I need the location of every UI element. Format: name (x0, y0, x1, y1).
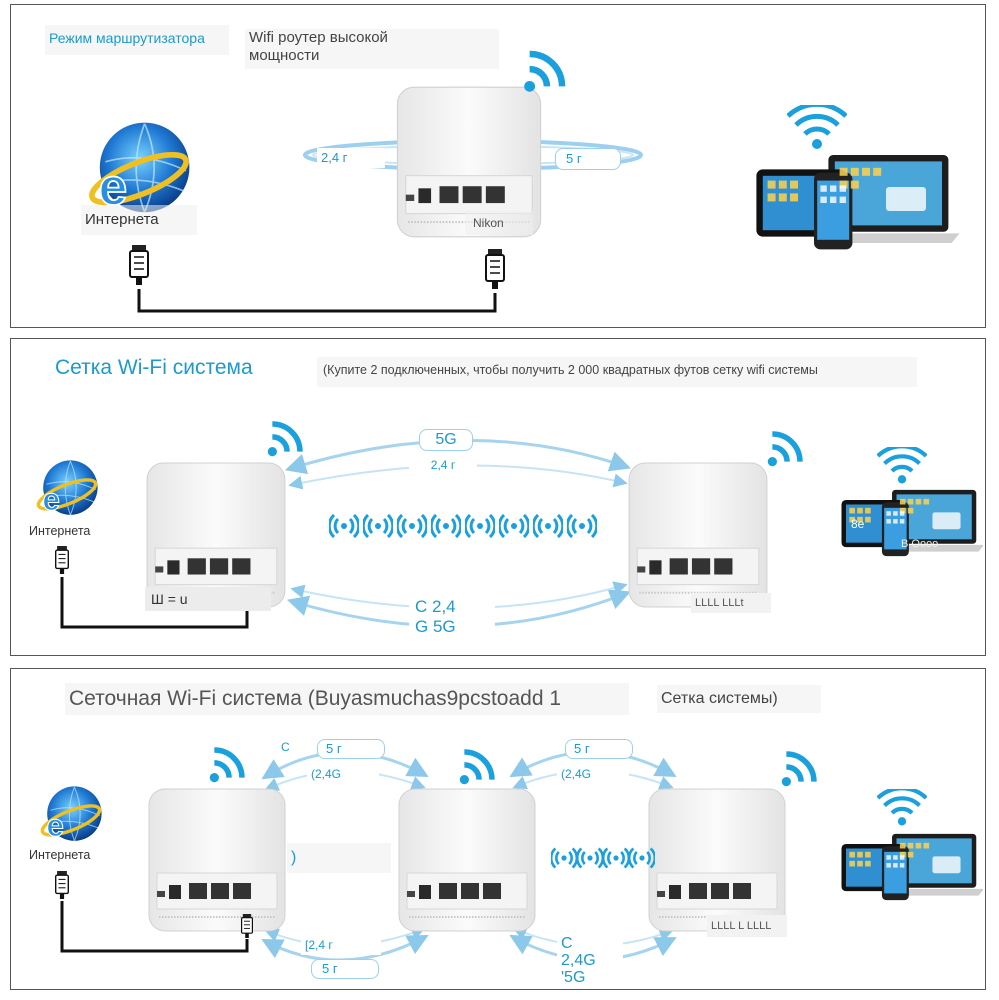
wireless-backhaul-waves (551, 847, 655, 869)
panel-title: Режим маршрутизатора (45, 25, 229, 55)
band-label-24: [2,4 г (301, 935, 381, 955)
wifi-signal-icon (524, 54, 562, 92)
wifi-signal-icon (210, 750, 242, 782)
subtitle-line: мощности (249, 47, 320, 64)
router-right-label: LLLL L LLLL (707, 915, 787, 937)
band-label-line: С (561, 935, 573, 952)
client-devices-icon (841, 833, 983, 901)
router-label: Nikon (465, 211, 533, 235)
mesh-system-panel: Сетка Wi-Fi система (Купите 2 подключенн… (10, 338, 986, 656)
router-right-label: LLLL LLLt (691, 593, 771, 613)
internet-label: Интернета (81, 205, 197, 235)
panel-title: Сетка Wi-Fi система (55, 356, 253, 379)
band-label-5: 5 г (311, 959, 379, 979)
band-label-bottom-right: С 2,4G '5G (557, 935, 623, 989)
internet-globe-icon (33, 458, 101, 519)
panel-title: Сеточная Wi-Fi система (Buyasmuchas9pcst… (65, 683, 629, 715)
ethernet-plug-icon (55, 545, 69, 575)
band-label-c: С (281, 740, 290, 754)
band-paren: ) (287, 843, 391, 873)
panel-subtitle: Wifi роутер высокой мощности (245, 29, 499, 69)
band-label-24: 2,4 г (409, 455, 477, 475)
mesh-router-right-icon (628, 462, 768, 608)
band-label-5g: 5G (419, 429, 473, 451)
band-label-line: 2,4G (561, 952, 596, 969)
wifi-fan-icon (788, 104, 846, 149)
ethernet-plug-icon (129, 243, 149, 287)
panel-note: (Купите 2 подключенных, чтобы получить 2… (317, 357, 917, 387)
wifi-signal-icon (268, 424, 300, 456)
ethernet-plug-icon (55, 870, 69, 900)
tablet-text: 8e (851, 517, 865, 531)
wifi-signal-icon (782, 754, 814, 786)
wifi-fan-icon (878, 788, 926, 825)
router-mode-graphics (11, 5, 960, 313)
wireless-backhaul-waves (329, 513, 597, 539)
mesh-node-3-icon (648, 788, 786, 932)
band-label-line: G 5G (415, 617, 456, 636)
mesh-multi-graphics (37, 669, 983, 962)
mesh-router-left-icon (146, 462, 286, 608)
band-label-line: С 2,4 (415, 597, 456, 616)
internet-label: Интернета (29, 524, 91, 538)
internet-label: Интернета (29, 848, 91, 862)
band-label-24: 2,4 г (317, 148, 385, 168)
band-label-5: 5 г (565, 739, 633, 759)
band-label-5: 5 г (317, 739, 385, 759)
subtitle-line: Wifi роутер высокой (249, 29, 388, 46)
mesh-node-2-icon (398, 788, 536, 932)
band-label-bottom: С 2,4 G 5G (409, 597, 495, 641)
ethernet-cable (137, 289, 497, 313)
internet-globe-icon (86, 123, 191, 216)
internet-globe-icon (37, 784, 105, 845)
band-label-24: (2,4G (557, 765, 629, 783)
tablet-text: В Oooo (901, 538, 939, 550)
ethernet-plug-icon (241, 913, 253, 939)
mesh-multi-node-panel: Сеточная Wi-Fi система (Buyasmuchas9pcst… (10, 668, 986, 990)
ethernet-cable (60, 901, 249, 953)
band-label-24: (2,4G (307, 765, 379, 783)
ethernet-plug-icon (485, 247, 505, 291)
wifi-fan-icon (878, 446, 926, 483)
router-mode-panel: Режим маршрутизатора Wifi роутер высокой… (10, 4, 986, 328)
band-label-line: '5G (561, 969, 586, 986)
panel-title-right: Сетка системы) (657, 685, 821, 713)
ethernet-cable (60, 577, 249, 629)
router-left-label: Ш = u (145, 587, 271, 611)
wifi-signal-icon (460, 752, 492, 784)
client-devices-icon (756, 155, 960, 250)
mesh-node-1-icon (148, 788, 286, 932)
wifi-signal-icon (768, 434, 800, 466)
band-label-5: 5 г (555, 148, 621, 170)
